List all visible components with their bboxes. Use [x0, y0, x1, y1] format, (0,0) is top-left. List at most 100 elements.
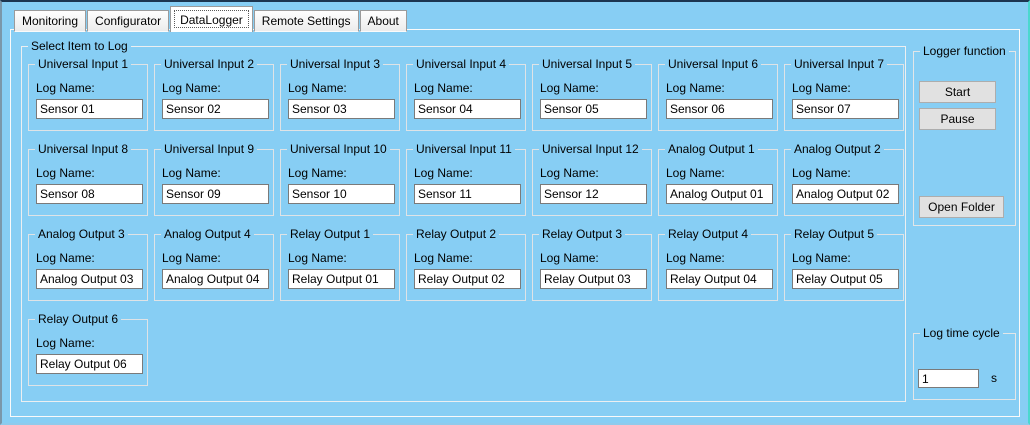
- log-name-input[interactable]: [288, 269, 395, 289]
- log-name-input[interactable]: [540, 269, 647, 289]
- log-name-label: Log Name:: [36, 166, 95, 180]
- log-item-group: Universal Input 5 Log Name:: [532, 57, 652, 131]
- select-item-to-log-group: Select Item to Log Universal Input 1 Log…: [21, 39, 906, 402]
- log-item-title: Relay Output 5: [791, 227, 878, 241]
- log-name-input[interactable]: [414, 184, 521, 204]
- log-name-label: Log Name:: [666, 166, 725, 180]
- log-name-label: Log Name:: [162, 251, 221, 265]
- log-name-input[interactable]: [36, 99, 143, 119]
- log-item-title: Universal Input 6: [665, 57, 762, 71]
- tab-label: DataLogger: [180, 12, 243, 27]
- log-name-input[interactable]: [162, 99, 269, 119]
- tab-label: Remote Settings: [261, 14, 351, 28]
- tab-monitoring[interactable]: Monitoring: [14, 10, 87, 32]
- log-time-cycle-title: Log time cycle: [920, 326, 1003, 340]
- log-item-title: Universal Input 1: [35, 57, 132, 71]
- log-item-title: Relay Output 2: [413, 227, 500, 241]
- select-group-title: Select Item to Log: [28, 39, 131, 53]
- log-name-label: Log Name:: [540, 251, 599, 265]
- log-name-input[interactable]: [36, 354, 143, 374]
- tab-label: Monitoring: [22, 14, 79, 28]
- log-item-title: Relay Output 6: [35, 312, 122, 326]
- log-name-label: Log Name:: [414, 251, 473, 265]
- tab-remote-settings[interactable]: Remote Settings: [253, 10, 359, 32]
- log-item-group: Analog Output 3 Log Name:: [28, 227, 148, 301]
- tab-configurator[interactable]: Configurator: [87, 10, 170, 32]
- log-item-group: Relay Output 5 Log Name:: [784, 227, 904, 301]
- log-item-title: Analog Output 1: [665, 142, 758, 156]
- log-name-label: Log Name:: [792, 166, 851, 180]
- log-item-title: Universal Input 8: [35, 142, 132, 156]
- datalogger-tab-page: Select Item to Log Universal Input 1 Log…: [10, 29, 1020, 417]
- log-name-input[interactable]: [288, 99, 395, 119]
- log-item-group: Universal Input 3 Log Name:: [280, 57, 400, 131]
- log-name-label: Log Name:: [36, 81, 95, 95]
- log-item-group: Universal Input 1 Log Name:: [28, 57, 148, 131]
- log-name-label: Log Name:: [288, 166, 347, 180]
- log-name-input[interactable]: [36, 184, 143, 204]
- log-item-title: Universal Input 7: [791, 57, 888, 71]
- log-item-group: Universal Input 12 Log Name:: [532, 142, 652, 216]
- log-item-group: Analog Output 4 Log Name:: [154, 227, 274, 301]
- log-name-label: Log Name:: [36, 251, 95, 265]
- log-item-title: Universal Input 9: [161, 142, 258, 156]
- log-name-label: Log Name:: [540, 166, 599, 180]
- log-name-input[interactable]: [540, 184, 647, 204]
- log-item-title: Universal Input 10: [287, 142, 390, 156]
- open-folder-button[interactable]: Open Folder: [919, 196, 1004, 218]
- log-item-title: Universal Input 2: [161, 57, 258, 71]
- log-name-input[interactable]: [666, 184, 773, 204]
- log-item-group: Analog Output 1 Log Name:: [658, 142, 778, 216]
- log-name-label: Log Name:: [288, 81, 347, 95]
- log-item-group: Universal Input 8 Log Name:: [28, 142, 148, 216]
- log-name-label: Log Name:: [792, 251, 851, 265]
- log-name-label: Log Name:: [288, 251, 347, 265]
- pause-button[interactable]: Pause: [919, 108, 996, 130]
- time-unit-label: s: [991, 371, 997, 385]
- log-time-cycle-input[interactable]: [918, 369, 979, 388]
- log-name-label: Log Name:: [36, 336, 95, 350]
- log-item-group: Universal Input 2 Log Name:: [154, 57, 274, 131]
- log-name-label: Log Name:: [414, 166, 473, 180]
- tab-datalogger[interactable]: DataLogger: [170, 6, 253, 32]
- log-name-input[interactable]: [162, 184, 269, 204]
- log-time-cycle-group: Log time cycle s: [913, 326, 1016, 400]
- log-name-input[interactable]: [792, 269, 899, 289]
- log-name-label: Log Name:: [792, 81, 851, 95]
- tab-about[interactable]: About: [359, 10, 407, 32]
- tab-label: Configurator: [95, 14, 162, 28]
- log-item-title: Analog Output 2: [791, 142, 884, 156]
- log-item-title: Relay Output 4: [665, 227, 752, 241]
- log-items-grid: Universal Input 1 Log Name: Universal In…: [28, 57, 904, 386]
- log-name-label: Log Name:: [162, 166, 221, 180]
- log-name-input[interactable]: [540, 99, 647, 119]
- log-item-group: Universal Input 4 Log Name:: [406, 57, 526, 131]
- log-name-input[interactable]: [288, 184, 395, 204]
- log-name-input[interactable]: [414, 269, 521, 289]
- log-name-input[interactable]: [792, 99, 899, 119]
- log-name-label: Log Name:: [666, 81, 725, 95]
- log-name-input[interactable]: [792, 184, 899, 204]
- log-item-group: Relay Output 1 Log Name:: [280, 227, 400, 301]
- log-name-input[interactable]: [162, 269, 269, 289]
- log-item-group: Analog Output 2 Log Name:: [784, 142, 904, 216]
- log-name-input[interactable]: [414, 99, 521, 119]
- log-item-title: Universal Input 12: [539, 142, 642, 156]
- log-item-group: Relay Output 3 Log Name:: [532, 227, 652, 301]
- logger-function-title: Logger function: [920, 44, 1009, 58]
- log-item-group: Universal Input 6 Log Name:: [658, 57, 778, 131]
- log-name-label: Log Name:: [414, 81, 473, 95]
- log-item-title: Relay Output 1: [287, 227, 374, 241]
- log-item-group: Universal Input 11 Log Name:: [406, 142, 526, 216]
- start-button[interactable]: Start: [919, 81, 996, 103]
- log-item-title: Analog Output 3: [35, 227, 128, 241]
- log-item-title: Universal Input 3: [287, 57, 384, 71]
- log-item-group: Universal Input 10 Log Name:: [280, 142, 400, 216]
- log-item-group: Relay Output 4 Log Name:: [658, 227, 778, 301]
- log-name-input[interactable]: [36, 269, 143, 289]
- log-name-input[interactable]: [666, 99, 773, 119]
- log-item-group: Universal Input 7 Log Name:: [784, 57, 904, 131]
- log-name-input[interactable]: [666, 269, 773, 289]
- log-item-group: Relay Output 2 Log Name:: [406, 227, 526, 301]
- log-item-title: Universal Input 5: [539, 57, 636, 71]
